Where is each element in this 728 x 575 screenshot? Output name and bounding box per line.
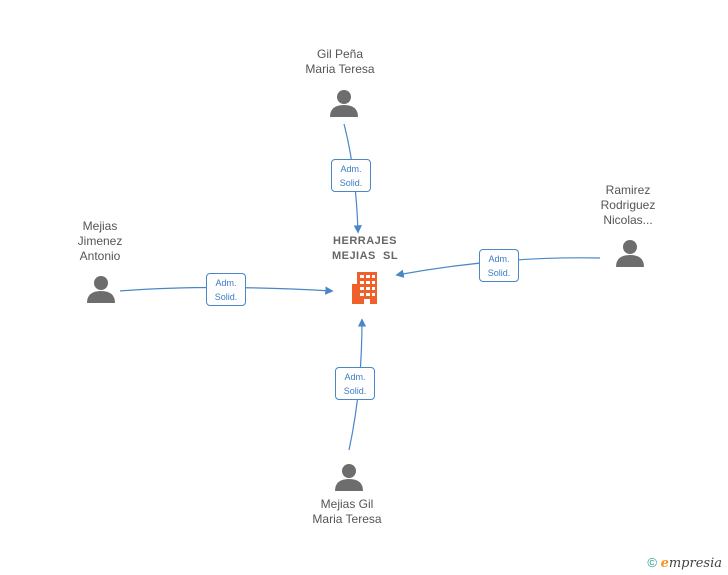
company-name[interactable]: HERRAJES MEJIAS SL xyxy=(320,234,410,264)
badge-line2: Solid. xyxy=(487,268,511,278)
person-name-line2: Maria Teresa xyxy=(312,512,382,526)
badge-line2: Solid. xyxy=(214,292,238,302)
person-name-line3: Nicolas... xyxy=(603,213,653,227)
copyright-icon: © xyxy=(647,555,657,570)
building-icon[interactable] xyxy=(349,270,385,306)
person-icon[interactable] xyxy=(334,462,364,492)
person-icon[interactable] xyxy=(329,88,359,118)
badge-line2: Solid. xyxy=(339,178,363,188)
relation-badge-ramirez[interactable]: Adm. Solid. xyxy=(479,249,519,282)
person-label-gil-pena[interactable]: Gil Peña Maria Teresa xyxy=(290,47,390,77)
badge-line1: Adm. xyxy=(488,254,510,264)
person-name-line1: Ramirez xyxy=(605,183,651,197)
person-icon[interactable] xyxy=(615,238,645,268)
badge-line1: Adm. xyxy=(340,164,362,174)
person-name-line2: Rodriguez xyxy=(600,198,656,212)
relation-badge-gil-pena[interactable]: Adm. Solid. xyxy=(331,159,371,192)
person-label-mejias-jimenez[interactable]: Mejias Jimenez Antonio xyxy=(60,219,140,264)
brand-logo: empresia xyxy=(660,556,722,571)
company-name-line2: MEJIAS SL xyxy=(331,250,399,262)
person-name-line1: Mejias xyxy=(82,219,118,233)
relation-badge-mejias-gil[interactable]: Adm. Solid. xyxy=(335,367,375,400)
person-name-line2: Jimenez xyxy=(77,234,123,248)
person-name-line1: Gil Peña xyxy=(316,47,364,61)
person-label-ramirez[interactable]: Ramirez Rodriguez Nicolas... xyxy=(582,183,674,228)
badge-line1: Adm. xyxy=(215,278,237,288)
person-name-line2: Maria Teresa xyxy=(305,62,375,76)
badge-line2: Solid. xyxy=(343,386,367,396)
company-name-line1: HERRAJES xyxy=(333,235,397,247)
person-label-mejias-gil[interactable]: Mejias Gil Maria Teresa xyxy=(297,497,397,527)
footer-brand[interactable]: © empresia xyxy=(647,555,722,571)
person-name-line1: Mejias Gil xyxy=(320,497,374,511)
person-icon[interactable] xyxy=(86,274,116,304)
badge-line1: Adm. xyxy=(344,372,366,382)
relation-badge-mejias-jimenez[interactable]: Adm. Solid. xyxy=(206,273,246,306)
person-name-line3: Antonio xyxy=(79,249,121,263)
